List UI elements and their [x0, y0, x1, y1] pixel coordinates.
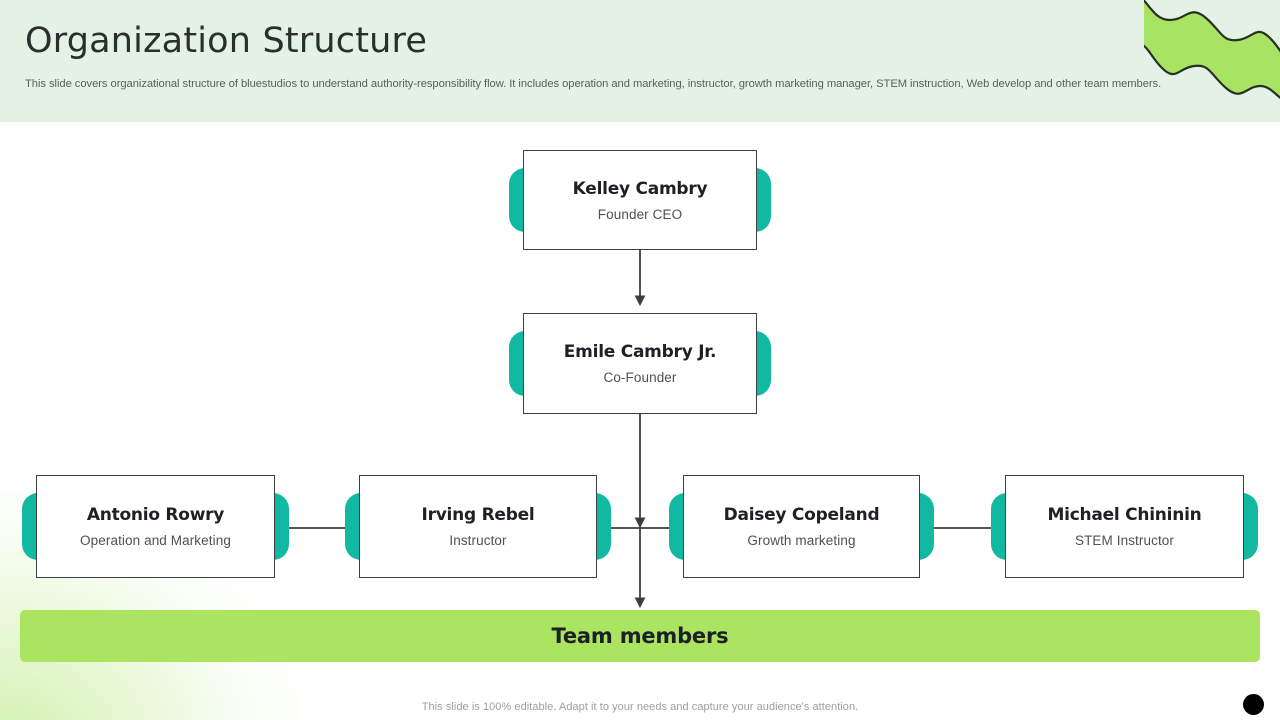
team-members-label: Team members	[551, 624, 729, 648]
header-band	[0, 0, 1280, 122]
node-role: Growth marketing	[747, 533, 856, 548]
node-card[interactable]: Michael Chininin STEM Instructor	[1005, 475, 1244, 578]
org-node-michael-chininin[interactable]: Michael Chininin STEM Instructor	[991, 475, 1258, 578]
org-chart: Kelley Cambry Founder CEO Emile Cambry J…	[0, 122, 1280, 682]
org-node-kelley-cambry[interactable]: Kelley Cambry Founder CEO	[509, 150, 771, 250]
node-name: Emile Cambry Jr.	[563, 342, 717, 362]
org-node-antonio-rowry[interactable]: Antonio Rowry Operation and Marketing	[22, 475, 289, 578]
node-role: Founder CEO	[597, 206, 683, 222]
cursor-dot	[1243, 694, 1264, 715]
node-card[interactable]: Antonio Rowry Operation and Marketing	[36, 475, 275, 578]
node-role: Co-Founder	[603, 370, 677, 385]
node-role: STEM Instructor	[1074, 533, 1175, 548]
node-name: Michael Chininin	[1047, 505, 1202, 525]
page-subtitle: This slide covers organizational structu…	[25, 78, 1162, 90]
node-name: Kelley Cambry	[572, 178, 708, 199]
node-name: Antonio Rowry	[86, 505, 225, 525]
node-name: Irving Rebel	[421, 505, 535, 525]
team-members-bar[interactable]: Team members	[20, 610, 1260, 662]
node-card[interactable]: Kelley Cambry Founder CEO	[523, 150, 757, 250]
org-node-irving-rebel[interactable]: Irving Rebel Instructor	[345, 475, 611, 578]
node-role: Operation and Marketing	[80, 533, 231, 548]
page-title: Organization Structure	[25, 21, 428, 61]
node-name: Daisey Copeland	[723, 505, 880, 525]
node-card[interactable]: Irving Rebel Instructor	[359, 475, 597, 578]
footer-note: This slide is 100% editable. Adapt it to…	[421, 701, 859, 713]
org-node-daisey-copeland[interactable]: Daisey Copeland Growth marketing	[669, 475, 934, 578]
node-card[interactable]: Daisey Copeland Growth marketing	[683, 475, 920, 578]
node-card[interactable]: Emile Cambry Jr. Co-Founder	[523, 313, 757, 414]
org-node-emile-cambry-jr[interactable]: Emile Cambry Jr. Co-Founder	[509, 313, 771, 414]
node-role: Instructor	[449, 533, 507, 548]
